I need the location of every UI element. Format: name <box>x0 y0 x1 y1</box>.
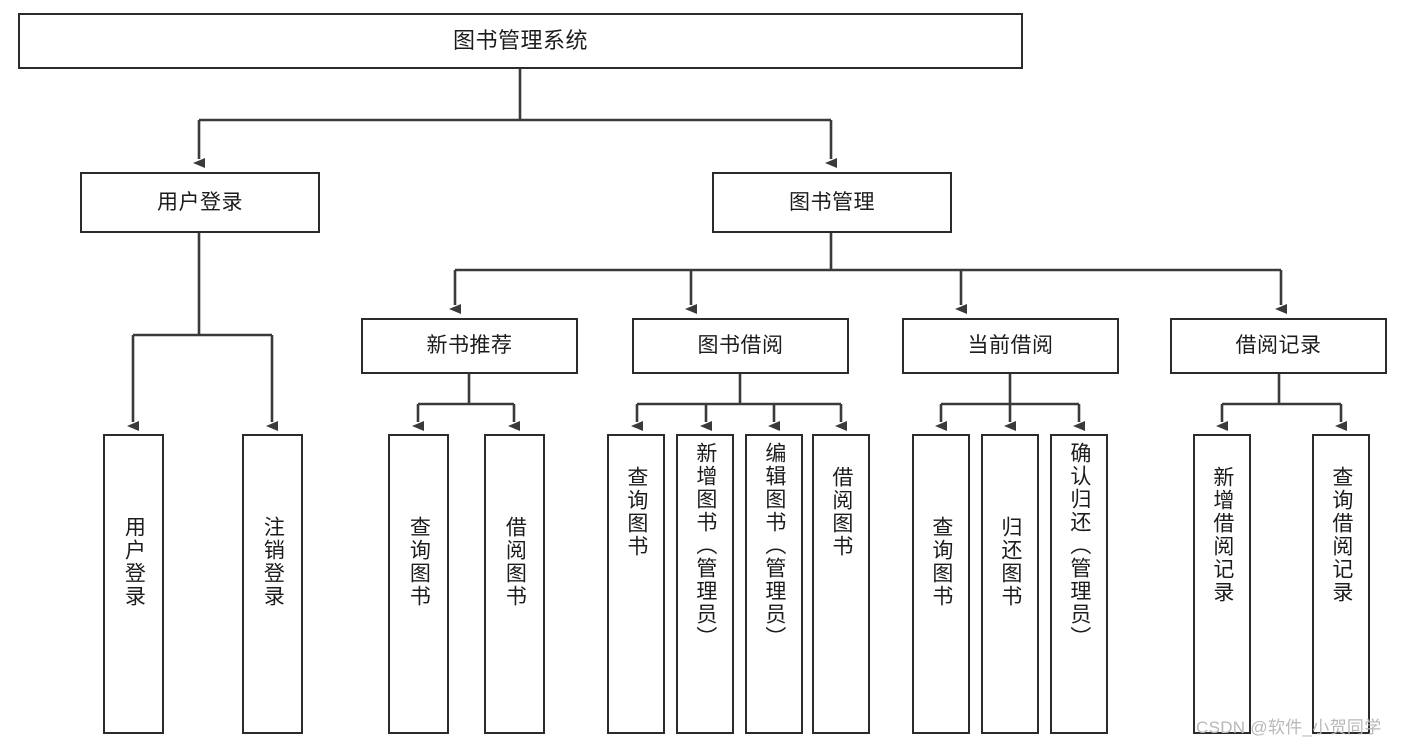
leaf-current-borrow-query[interactable]: 查询图书 <box>912 434 970 734</box>
node-user-login[interactable]: 用户登录 <box>80 172 320 233</box>
node-current-borrow[interactable]: 当前借阅 <box>902 318 1119 374</box>
leaf-user-login-login[interactable]: 用户登录 <box>103 434 164 734</box>
leaf-book-borrow-borrow[interactable]: 借阅图书 <box>812 434 870 734</box>
leaf-current-borrow-return[interactable]: 归还图书 <box>981 434 1039 734</box>
leaf-current-borrow-confirm-return[interactable]: 确认归还（管理员） <box>1050 434 1108 734</box>
csdn-watermark: CSDN @软件_小贺同学 <box>1196 718 1382 737</box>
leaf-new-book-borrow[interactable]: 借阅图书 <box>484 434 545 734</box>
node-new-book-recommend[interactable]: 新书推荐 <box>361 318 578 374</box>
leaf-new-book-query[interactable]: 查询图书 <box>388 434 449 734</box>
node-root-system[interactable]: 图书管理系统 <box>18 13 1023 69</box>
leaf-user-login-logout[interactable]: 注销登录 <box>242 434 303 734</box>
node-book-borrow[interactable]: 图书借阅 <box>632 318 849 374</box>
leaf-book-borrow-edit[interactable]: 编辑图书（管理员） <box>745 434 803 734</box>
leaf-borrow-record-add[interactable]: 新增借阅记录 <box>1193 434 1251 734</box>
node-borrow-record[interactable]: 借阅记录 <box>1170 318 1387 374</box>
leaf-book-borrow-query[interactable]: 查询图书 <box>607 434 665 734</box>
leaf-book-borrow-add[interactable]: 新增图书（管理员） <box>676 434 734 734</box>
node-book-management[interactable]: 图书管理 <box>712 172 952 233</box>
leaf-borrow-record-query[interactable]: 查询借阅记录 <box>1312 434 1370 734</box>
